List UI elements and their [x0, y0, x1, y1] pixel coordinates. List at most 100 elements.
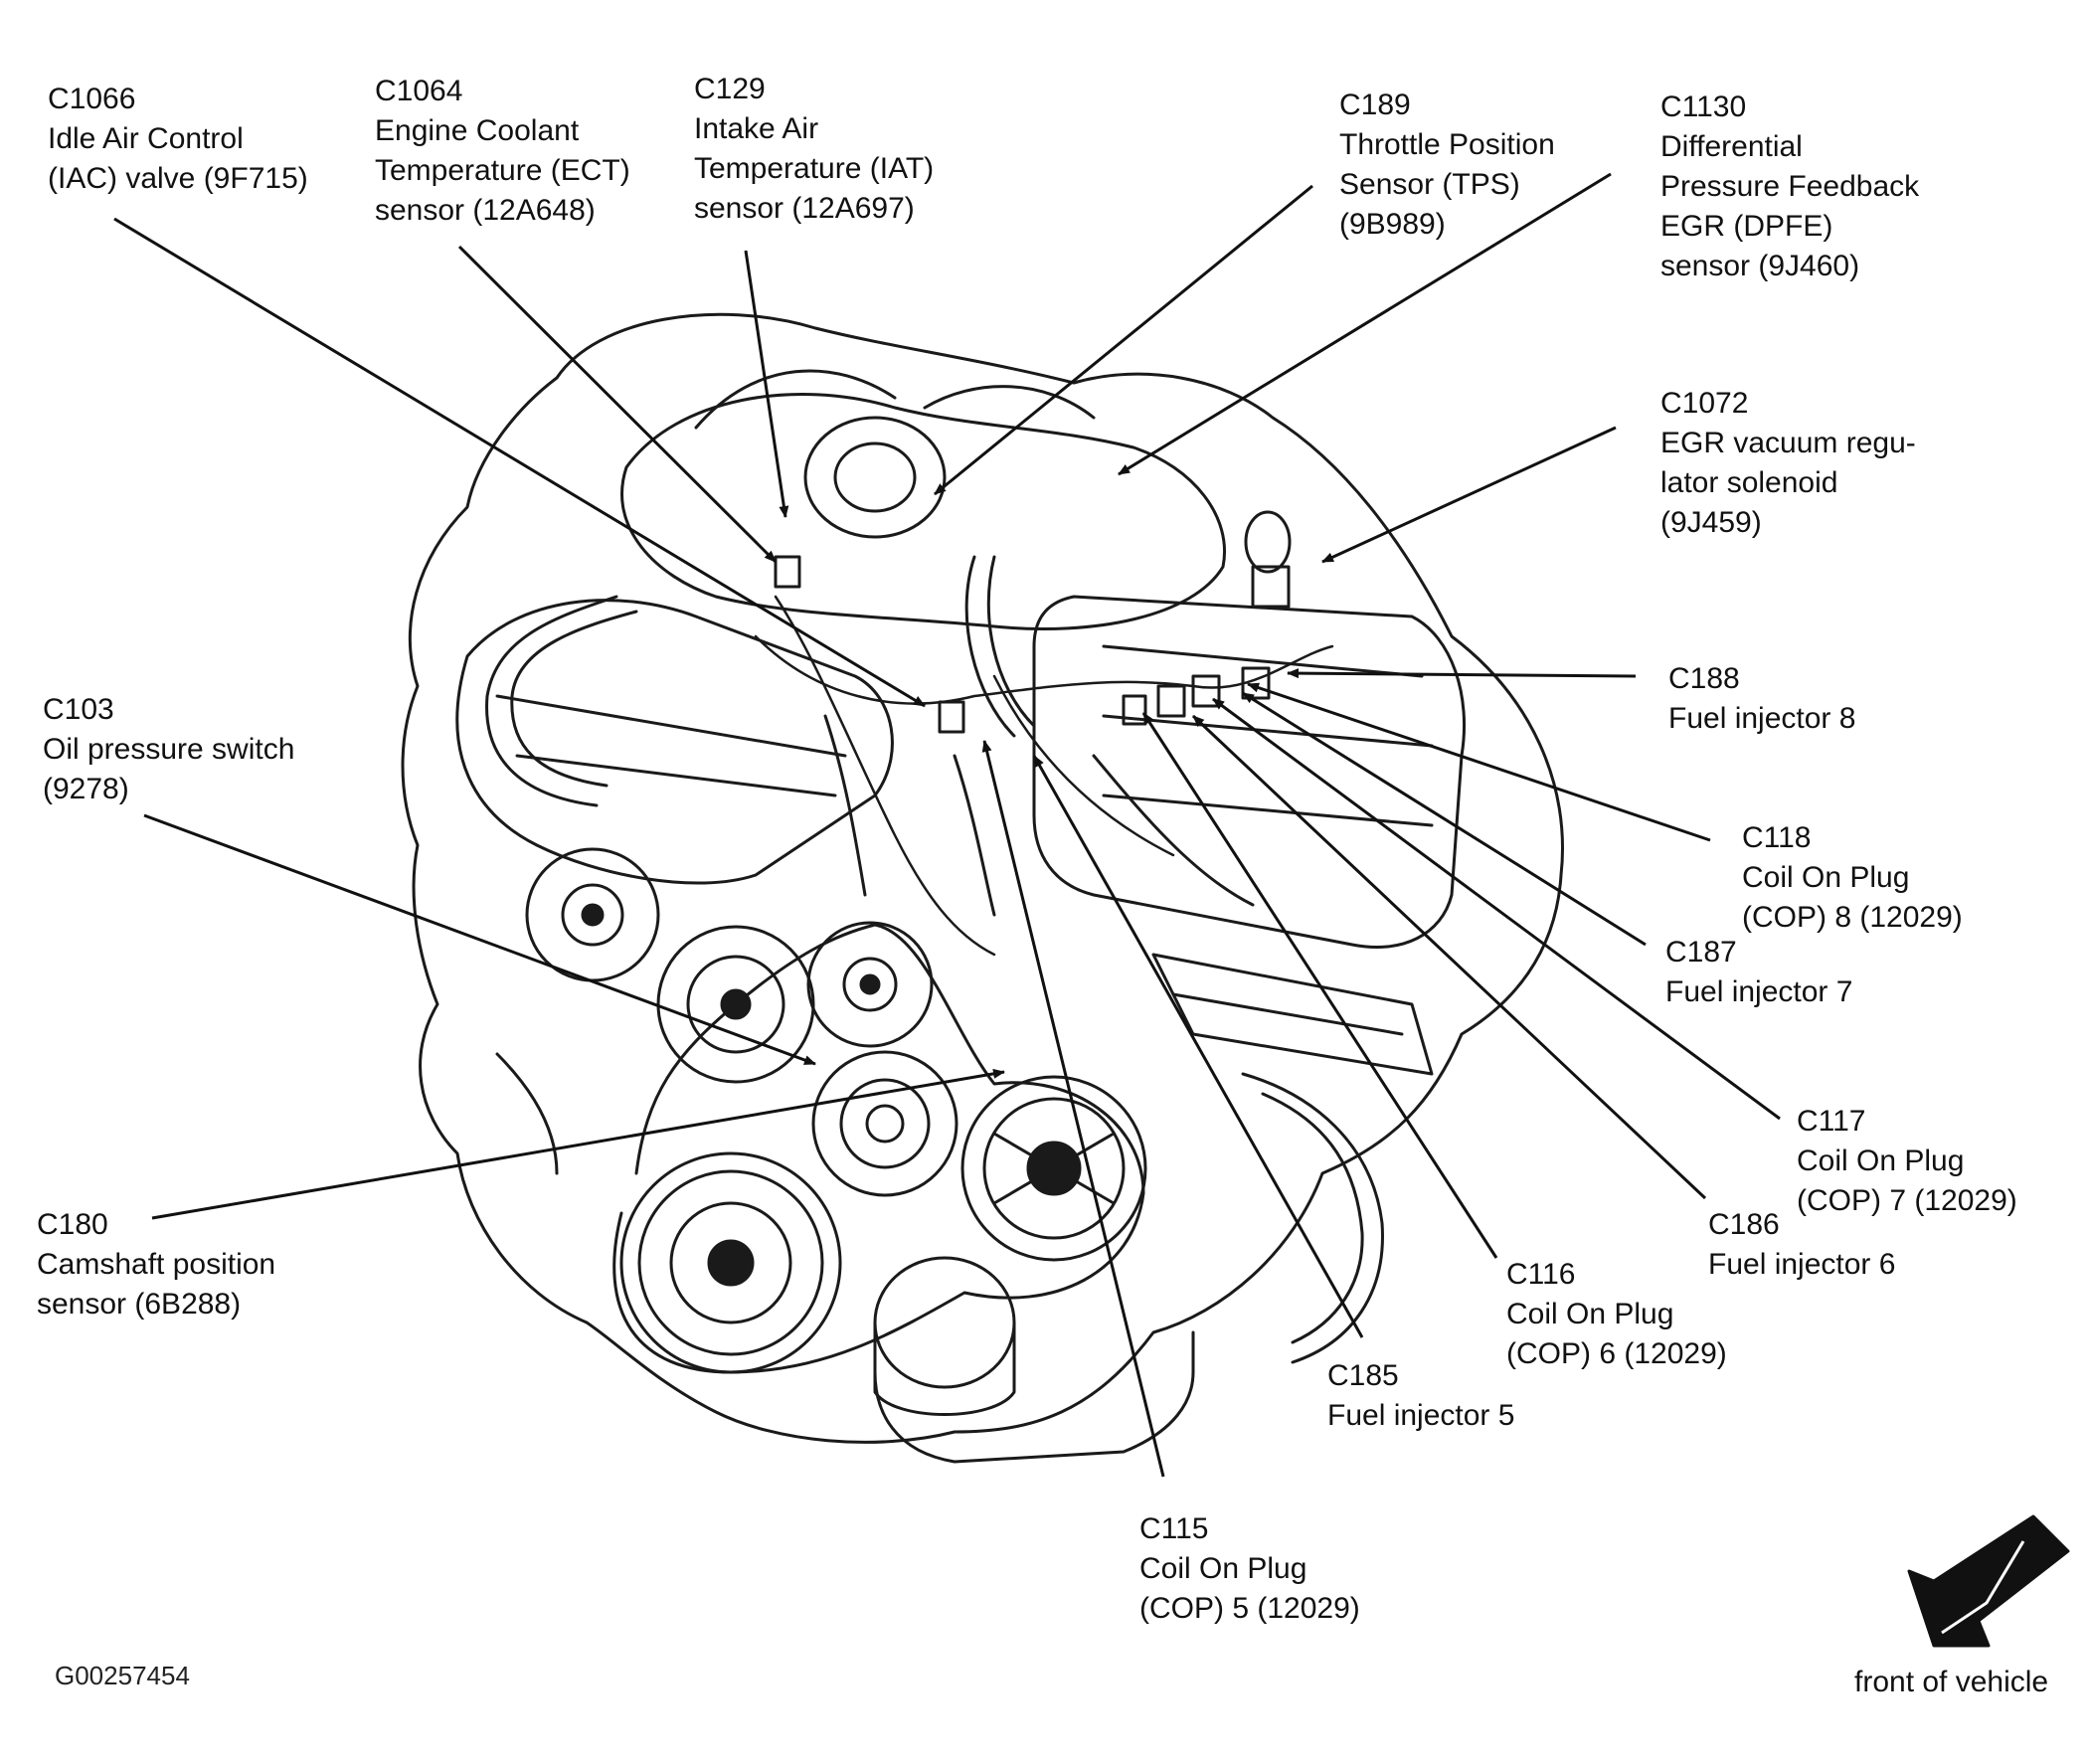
- callout-code: C1064: [375, 75, 463, 107]
- callout-c1072: C1072 EGR vacuum regu- lator solenoid (9…: [1660, 384, 1916, 543]
- callout-line: (IAC) valve (9F715): [48, 162, 308, 195]
- engine-illustration: [401, 312, 1564, 1464]
- callout-line: (COP) 6 (12029): [1506, 1337, 1727, 1370]
- leader-c118: [1247, 682, 1711, 842]
- callout-line: Fuel injector 8: [1668, 702, 1856, 735]
- engine-outline: [401, 312, 1564, 1444]
- callout-line: Throttle Position: [1339, 128, 1555, 161]
- callout-c185: C185 Fuel injector 5: [1327, 1356, 1514, 1436]
- callout-line: sensor (12A697): [694, 192, 915, 225]
- leader-c188: [1287, 668, 1637, 679]
- throttle-body: [803, 416, 947, 539]
- callout-line: Coil On Plug: [1742, 861, 1910, 894]
- callout-line: (9J459): [1660, 506, 1762, 539]
- callout-line: Differential: [1660, 130, 1803, 163]
- callout-code: C118: [1742, 821, 1812, 854]
- callout-c1064: C1064 Engine Coolant Temperature (ECT) s…: [375, 72, 630, 231]
- callout-code: C180: [37, 1208, 108, 1241]
- callout-code: C185: [1327, 1359, 1399, 1392]
- leader-c185: [1032, 755, 1364, 1338]
- callout-line: Coil On Plug: [1797, 1145, 1965, 1177]
- callout-code: C189: [1339, 88, 1411, 121]
- front-of-vehicle-label: front of vehicle: [1854, 1666, 2049, 1698]
- leader-c103: [143, 813, 816, 1066]
- arrow-down-left-icon: [1907, 1514, 2070, 1648]
- callout-line: (COP) 8 (12029): [1742, 901, 1963, 934]
- callout-line: Oil pressure switch: [43, 733, 295, 766]
- callout-c1130: C1130 Differential Pressure Feedback EGR…: [1660, 88, 1919, 286]
- callout-code: C1072: [1660, 387, 1749, 420]
- callout-code: C186: [1708, 1208, 1780, 1241]
- leader-c1066: [113, 217, 926, 708]
- leader-c1130: [1118, 172, 1612, 476]
- callout-c115: C115 Coil On Plug (COP) 5 (12029): [1139, 1509, 1360, 1629]
- callout-line: (COP) 5 (12029): [1139, 1592, 1360, 1625]
- wiring-harness: [754, 634, 1334, 705]
- callout-code: C1066: [48, 83, 136, 115]
- callout-code: C103: [43, 693, 114, 726]
- connector: [938, 700, 965, 734]
- callout-code: C117: [1797, 1105, 1866, 1138]
- leader-c189: [934, 184, 1313, 496]
- callout-c189: C189 Throttle Position Sensor (TPS) (9B9…: [1339, 86, 1555, 245]
- callout-c188: C188 Fuel injector 8: [1668, 659, 1855, 739]
- callout-c186: C186 Fuel injector 6: [1708, 1205, 1895, 1285]
- oil-filter: [873, 1256, 1016, 1416]
- callout-line: (9278): [43, 773, 129, 805]
- callout-line: Idle Air Control: [48, 122, 244, 155]
- callout-c103: C103 Oil pressure switch (9278): [43, 690, 294, 809]
- callout-line: (9B989): [1339, 208, 1446, 241]
- callout-c118: C118 Coil On Plug (COP) 8 (12029): [1742, 818, 1963, 938]
- callout-line: (COP) 7 (12029): [1797, 1184, 2017, 1217]
- pulley-idler: [806, 921, 934, 1048]
- pulley-upper-left: [525, 847, 660, 982]
- leader-c1072: [1321, 426, 1617, 564]
- callout-line: Fuel injector 5: [1327, 1399, 1515, 1432]
- callout-code: C116: [1506, 1258, 1576, 1291]
- callout-line: EGR vacuum regu-: [1660, 427, 1916, 459]
- callout-c117: C117 Coil On Plug (COP) 7 (12029): [1797, 1102, 2017, 1221]
- valve-cover-right: [1032, 595, 1467, 950]
- drive-belt: [612, 923, 1145, 1374]
- flywheel: [1241, 1072, 1384, 1364]
- leader-c1064: [457, 245, 778, 564]
- leader-c115: [981, 740, 1165, 1478]
- egr-solenoid: [1244, 510, 1292, 574]
- callout-code: C1130: [1660, 90, 1747, 123]
- callout-line: Fuel injector 7: [1665, 975, 1853, 1008]
- callout-line: Coil On Plug: [1506, 1298, 1674, 1330]
- callout-line: Sensor (TPS): [1339, 168, 1520, 201]
- callout-c180: C180 Camshaft position sensor (6B288): [37, 1205, 275, 1324]
- callout-code: C129: [694, 73, 766, 105]
- figure-id: G00257454: [55, 1661, 190, 1690]
- callout-c187: C187 Fuel injector 7: [1665, 933, 1852, 1012]
- callout-line: Coil On Plug: [1139, 1552, 1307, 1585]
- intake-manifold: [620, 393, 1226, 630]
- leader-c186: [1191, 714, 1707, 1200]
- callout-code: C187: [1665, 936, 1737, 969]
- callout-c1066: C1066 Idle Air Control (IAC) valve (9F71…: [48, 80, 308, 199]
- callout-code: C115: [1139, 1512, 1209, 1545]
- leader-c180: [151, 1068, 1005, 1220]
- pulley-tensioner: [811, 1050, 958, 1197]
- callout-line: Intake Air: [694, 112, 819, 145]
- leader-c187: [1242, 691, 1647, 947]
- callout-line: Fuel injector 6: [1708, 1248, 1896, 1281]
- callout-line: EGR (DPFE): [1660, 210, 1833, 243]
- leader-lines: [113, 172, 1781, 1478]
- leader-c116: [1141, 712, 1498, 1259]
- callout-code: C188: [1668, 662, 1740, 695]
- leader-c129: [744, 250, 789, 518]
- callout-line: Pressure Feedback: [1660, 170, 1920, 203]
- callout-line: Temperature (ECT): [375, 154, 630, 187]
- oil-pan: [873, 1330, 1195, 1464]
- callout-line: sensor (12A648): [375, 194, 596, 227]
- callout-line: Camshaft position: [37, 1248, 276, 1281]
- hose: [485, 595, 618, 807]
- leader-c117: [1212, 697, 1781, 1121]
- callout-c116: C116 Coil On Plug (COP) 6 (12029): [1506, 1255, 1727, 1374]
- callout-c129: C129 Intake Air Temperature (IAT) sensor…: [694, 70, 934, 229]
- callout-line: lator solenoid: [1660, 466, 1838, 499]
- pulley-crankshaft: [619, 1151, 842, 1374]
